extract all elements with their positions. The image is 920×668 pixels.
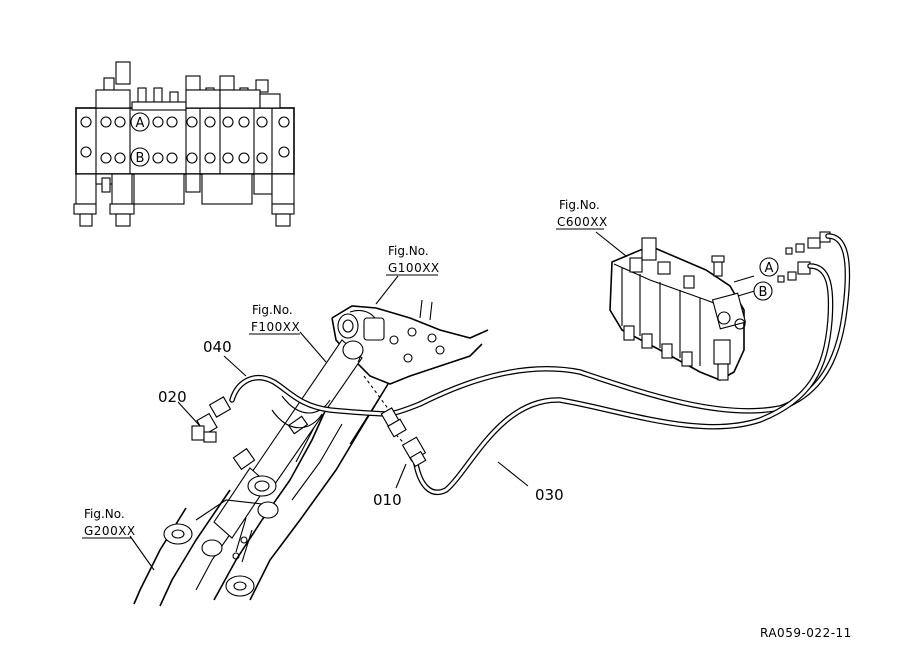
fig-ref-f100-label: Fig.No. <box>252 303 293 317</box>
fig-ref-c600: Fig.No. C600XX <box>556 198 608 230</box>
valve-port-a-label: A <box>765 261 774 276</box>
fig-ref-g200: Fig.No. G200XX <box>82 507 136 539</box>
inset-port-b-label: B <box>136 151 145 166</box>
valve-port-b-label: B <box>759 285 768 300</box>
leader-lines <box>129 231 627 571</box>
fig-ref-f100: Fig.No. F100XX <box>249 303 300 335</box>
fittings <box>191 396 427 468</box>
drawing-code: RA059-022-11 <box>760 626 852 640</box>
boom-assembly <box>133 299 489 607</box>
fig-ref-g200-label: Fig.No. <box>84 507 125 521</box>
part-010-label: 010 <box>373 491 402 509</box>
fig-ref-f100-code: F100XX <box>251 320 300 334</box>
fig-ref-g100-label: Fig.No. <box>388 244 429 258</box>
control-valve: A B <box>609 231 831 381</box>
fig-ref-g100-code: G100XX <box>388 261 440 275</box>
fig-ref-g200-code: G200XX <box>84 524 136 538</box>
part-040-label: 040 <box>203 338 232 356</box>
fig-ref-g100: Fig.No. G100XX <box>386 244 440 276</box>
fig-ref-c600-label: Fig.No. <box>559 198 600 212</box>
fig-ref-c600-code: C600XX <box>557 215 608 229</box>
part-030-label: 030 <box>535 486 564 504</box>
inset-valve-view: A B <box>73 61 295 227</box>
part-020-label: 020 <box>158 388 187 406</box>
inset-port-a-label: A <box>136 116 145 131</box>
hoses <box>229 233 851 495</box>
